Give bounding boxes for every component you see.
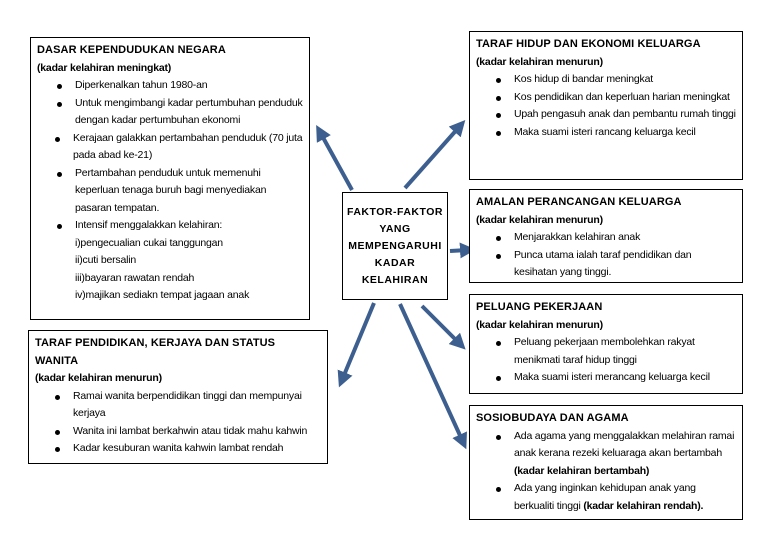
box-title: SOSIOBUDAYA DAN AGAMA — [476, 412, 629, 424]
list-item: Menjarakkan kelahiran anak — [496, 229, 736, 247]
box-title: TARAF PENDIDIKAN, KERJAYA DAN STATUS WAN… — [35, 337, 276, 367]
list-item: Kos pendidikan dan keperluan harian meni… — [496, 89, 736, 107]
list-item: Kadar kesuburan wanita kahwin lambat ren… — [55, 440, 321, 458]
center-title: FAKTOR-FAKTOR YANG MEMPENGARUHI KADAR KE… — [347, 205, 443, 286]
item-bold: (kadar kelahiran bertambah) — [514, 464, 650, 477]
item-bold: (kadar kelahiran rendah). — [583, 499, 704, 512]
box-wanita: TARAF PENDIDIKAN, KERJAYA DAN STATUS WAN… — [28, 330, 328, 464]
list-item: Intensif menggalakkan kelahiran: — [57, 217, 303, 235]
list-item: Maka suami isteri merancang keluarga kec… — [496, 369, 736, 387]
arrow-to-wanita — [337, 302, 376, 388]
arrow-to-sosiobudaya — [398, 303, 467, 450]
list-item: Diperkenalkan tahun 1980-an — [57, 77, 303, 95]
box-perancangan-keluarga: AMALAN PERANCANGAN KELUARGA (kadar kelah… — [469, 189, 743, 283]
list-item: Ada yang inginkan kehidupan anak yang be… — [496, 480, 736, 515]
item-text: Ada agama yang menggalakkan melahiran ra… — [514, 429, 735, 460]
sub-item: iv)majikan sediakn tempat jagaan anak — [75, 289, 250, 301]
box-subtitle: (kadar kelahiran menurun) — [476, 213, 603, 226]
list-item: Kerajaan galakkan pertambahan penduduk (… — [55, 130, 303, 165]
box-title: AMALAN PERANCANGAN KELUARGA — [476, 196, 682, 208]
box-title: TARAF HIDUP DAN EKONOMI KELUARGA — [476, 38, 701, 50]
list-item: Untuk mengimbangi kadar pertumbuhan pend… — [57, 95, 303, 130]
list-item: Punca utama ialah taraf pendidikan dan k… — [496, 247, 736, 282]
list-item: Upah pengasuh anak dan pembantu rumah ti… — [496, 106, 736, 124]
arrow-to-pekerjaan — [420, 304, 466, 350]
box-dasar-kependudukan: DASAR KEPENDUDUKAN NEGARA (kadar kelahir… — [30, 37, 310, 320]
box-subtitle: (kadar kelahiran menurun) — [35, 372, 162, 384]
box-taraf-hidup: TARAF HIDUP DAN EKONOMI KELUARGA (kadar … — [469, 31, 743, 180]
box-title: DASAR KEPENDUDUKAN NEGARA — [37, 44, 226, 56]
arrow-to-taraf-hidup — [403, 120, 466, 190]
list-item: Pertambahan penduduk untuk memenuhi kepe… — [57, 165, 303, 218]
box-sosiobudaya: SOSIOBUDAYA DAN AGAMA Ada agama yang men… — [469, 405, 743, 520]
box-subtitle: (kadar kelahiran menurun) — [476, 318, 603, 331]
sub-item: iii)bayaran rawatan rendah — [75, 271, 195, 284]
center-box: FAKTOR-FAKTOR YANG MEMPENGARUHI KADAR KE… — [342, 192, 448, 300]
list-item: Kos hidup di bandar meningkat — [496, 71, 736, 89]
arrow-to-perancangan — [449, 242, 476, 259]
sub-item: i)pengecualian cukai tanggungan — [75, 236, 223, 249]
list-item: Wanita ini lambat berkahwin atau tidak m… — [55, 423, 321, 441]
box-title: PELUANG PEKERJAAN — [476, 301, 603, 313]
arrow-to-dasar — [316, 124, 354, 191]
item-text: Ada yang inginkan kehidupan anak yang be… — [514, 482, 696, 512]
box-peluang-pekerjaan: PELUANG PEKERJAAN (kadar kelahiran menur… — [469, 294, 743, 394]
box-subtitle: (kadar kelahiran menurun) — [476, 55, 603, 68]
box-subtitle: (kadar kelahiran meningkat) — [37, 61, 172, 74]
list-item: Maka suami isteri rancang keluarga kecil — [496, 124, 736, 142]
list-item: Peluang pekerjaan membolehkan rakyat men… — [496, 334, 736, 369]
sub-item: ii)cuti bersalin — [75, 254, 136, 266]
list-item: Ramai wanita berpendidikan tinggi dan me… — [55, 388, 321, 423]
list-item: Ada agama yang menggalakkan melahiran ra… — [496, 428, 736, 481]
